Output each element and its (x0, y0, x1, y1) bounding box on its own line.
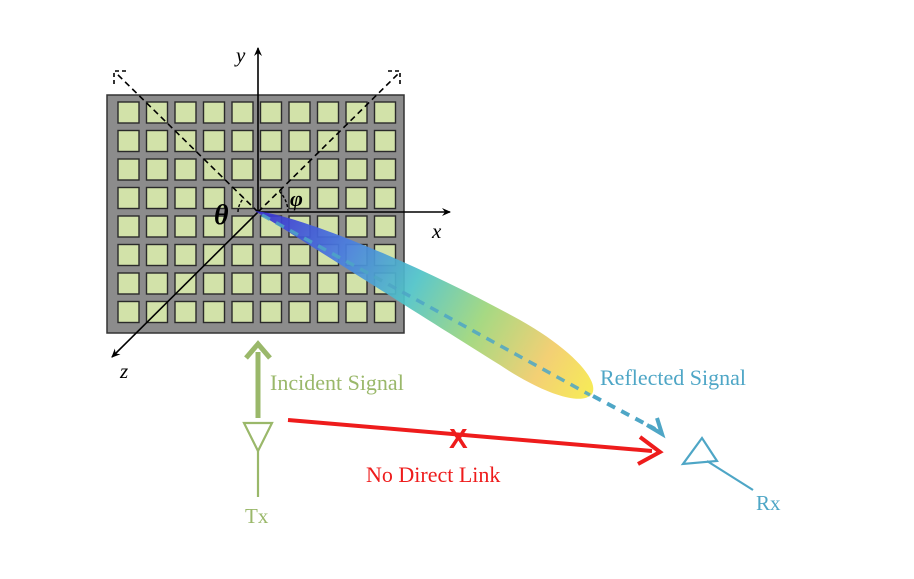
ris-element (345, 215, 368, 238)
ris-element (316, 101, 340, 124)
ris-element (345, 158, 368, 181)
ris-element (231, 101, 254, 124)
dashed-axis-right-head (388, 70, 401, 84)
ris-element (259, 186, 283, 210)
ris-element (316, 272, 340, 295)
ris-element (373, 101, 397, 124)
ris-element (373, 215, 397, 238)
ris-element (373, 186, 397, 210)
ris-element (117, 272, 140, 295)
ris-element (117, 101, 140, 124)
ris-element (288, 186, 311, 210)
no-direct-link-label: No Direct Link (366, 462, 500, 487)
ris-element (202, 300, 226, 324)
ris-element (202, 272, 226, 295)
ris-element (288, 243, 311, 267)
reflected-signal-arrowhead (645, 417, 666, 439)
ris-element (202, 101, 226, 124)
ris-element (373, 129, 397, 153)
ris-element (259, 243, 283, 267)
rx-antenna-mast (706, 460, 754, 491)
ris-element (259, 129, 283, 153)
ris-element (174, 300, 197, 324)
ris-element (117, 300, 140, 324)
ris-element (373, 158, 397, 181)
ris-element (117, 215, 140, 238)
z-axis-label: z (119, 359, 128, 383)
ris-element (174, 215, 197, 238)
x-axis-label: x (431, 219, 442, 243)
phi-arc (278, 190, 289, 213)
ris-element (288, 158, 311, 181)
incident-signal-arrowhead (244, 340, 272, 360)
ris-element (145, 272, 169, 295)
ris-element (202, 129, 226, 153)
ris-element (316, 186, 340, 210)
ris-element (345, 101, 368, 124)
dashed-axis-left-head (113, 70, 126, 84)
ris-element (316, 158, 340, 181)
ris-element (345, 300, 368, 324)
ris-element (145, 129, 169, 153)
ris-element (259, 272, 283, 295)
tx-antenna-icon (242, 421, 274, 454)
dashed-axis-right (257, 71, 401, 213)
ris-element (288, 272, 311, 295)
ris-element (373, 300, 397, 324)
ris-element (259, 300, 283, 324)
ris-element (117, 186, 140, 210)
phi-label: φ (290, 186, 303, 211)
z-axis (111, 211, 259, 358)
ris-element (345, 129, 368, 153)
reflected-signal-label: Reflected Signal (600, 365, 746, 390)
blocked-mark: X (449, 423, 468, 454)
direct-link-line (287, 418, 653, 453)
direct-link-arrowhead (637, 435, 664, 466)
ris-element (316, 300, 340, 324)
ris-element (145, 243, 169, 267)
theta-arc (237, 197, 245, 213)
beam-centerline (261, 213, 591, 397)
tx-label: Tx (245, 504, 269, 528)
ris-element (231, 243, 254, 267)
dashed-axis-left (114, 71, 259, 213)
ris-element (231, 186, 254, 210)
ris-element (231, 272, 254, 295)
ris-element (174, 243, 197, 267)
ris-element (145, 158, 169, 181)
ris-element (316, 129, 340, 153)
ris-element (202, 215, 226, 238)
ris-element (174, 186, 197, 210)
ris-element (259, 101, 283, 124)
ris-element (231, 300, 254, 324)
ris-element (145, 215, 169, 238)
ris-element (174, 158, 197, 181)
ris-element (117, 158, 140, 181)
ris-element (231, 129, 254, 153)
ris-element (345, 186, 368, 210)
rx-antenna-icon (680, 436, 719, 466)
ris-element (202, 186, 226, 210)
incident-signal-label: Incident Signal (270, 370, 404, 395)
ris-element (117, 129, 140, 153)
reflected-signal-arrow (592, 394, 656, 431)
ris-element (117, 243, 140, 267)
ris-element (231, 158, 254, 181)
ris-element (259, 158, 283, 181)
ris-element (288, 300, 311, 324)
ris-element (288, 129, 311, 153)
rx-label: Rx (756, 491, 781, 515)
theta-label: θ (214, 200, 229, 231)
ris-element (288, 101, 311, 124)
ris-element (174, 101, 197, 124)
y-axis-label: y (234, 43, 246, 67)
ris-element (145, 186, 169, 210)
